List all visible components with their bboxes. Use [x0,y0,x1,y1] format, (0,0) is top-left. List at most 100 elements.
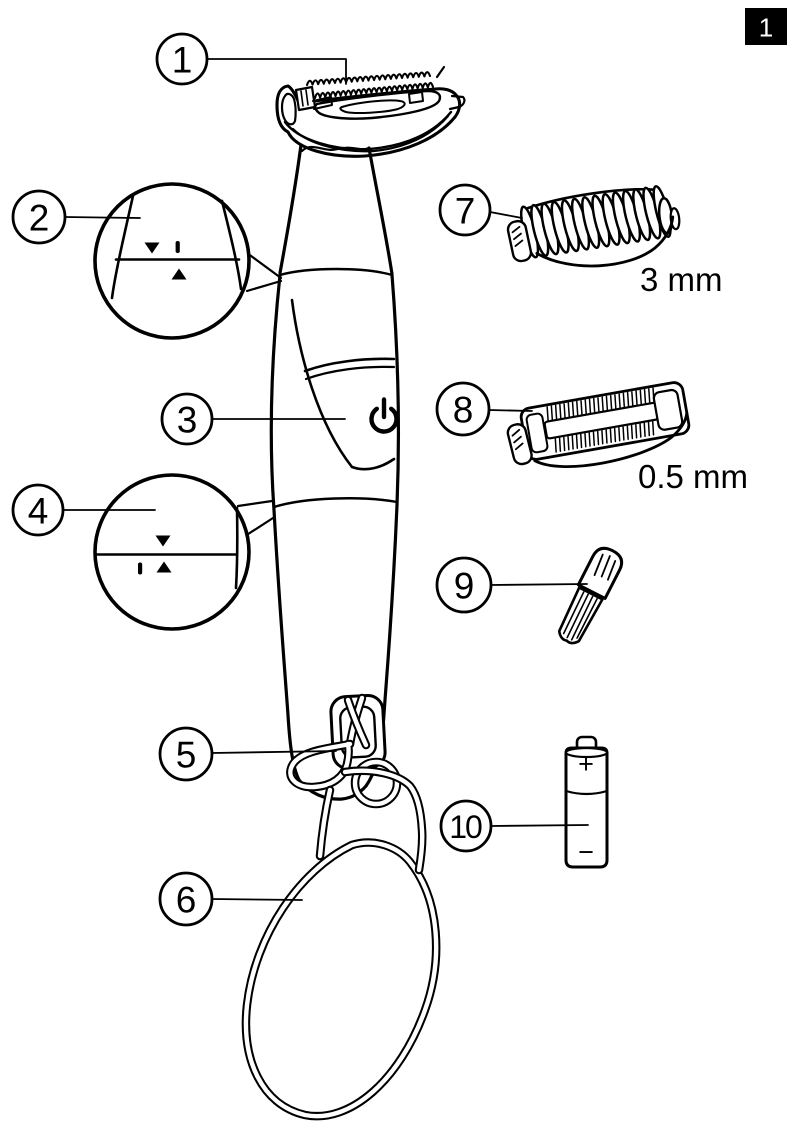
head-right-pin [435,65,446,79]
page-number-badge: 1 [745,8,787,45]
body-seam-lower [272,497,399,509]
switch-up-triangle [171,268,187,280]
callout-6: 6 [158,871,303,927]
switch-down-triangle [155,535,171,547]
comb05-base [533,411,689,468]
neck-collar [300,145,371,153]
brush-handle [576,546,624,600]
badge-background [745,8,787,45]
bubble-top-right-edge [220,199,243,291]
panel-side-curve [290,298,354,469]
head-right-tab [408,91,424,104]
leader-line-2 [64,216,141,219]
badge-number: 1 [759,13,773,43]
comb-05mm [506,381,691,468]
callout-number-6: 6 [176,880,197,921]
callout-number-7: 7 [455,191,476,232]
foil-inner [339,99,406,114]
callout-number-5: 5 [176,735,197,776]
leader-line-9 [490,583,588,586]
switch-detail-bubble-bottom [93,473,275,631]
comb05-right-cap [652,388,684,431]
callout-5: 5 [158,726,337,782]
switch-down-triangle [144,242,160,254]
leader-line-10 [490,824,589,827]
panel-bottom-curve [350,457,396,471]
callout-number-9: 9 [454,566,475,607]
comb05-teeth-top [546,387,655,422]
cord-loop-outline [241,838,441,1121]
callout-1: 1 [155,32,347,86]
comb-3mm [506,185,681,268]
comb3-teeth [519,185,672,259]
cord-knot-ring-inner [352,759,400,807]
trimmer-teeth-front [313,81,435,100]
trimmer-teeth-back [305,71,432,87]
callout-number-10: 10 [449,809,482,845]
switch-up-triangle [156,561,172,573]
callout-3: 3 [160,392,346,446]
callout-circle-8 [435,381,491,437]
callout-circle-7 [438,183,492,237]
callout-7: 7 [438,183,523,237]
switch-on-mark [138,562,143,575]
body-seam-upper [278,267,394,277]
callout-4: 4 [11,483,156,537]
comb05-mount-nub [506,423,533,466]
head-right-notch [448,94,466,111]
comb05-left-cap [525,412,549,454]
callout-circle-4 [11,483,65,537]
brush-handle-lines [593,553,617,581]
callout-number-4: 4 [28,491,49,532]
head-rim-line-2 [291,114,450,153]
comb05-nub-hatch [511,428,524,451]
comb3-spine [526,187,657,210]
switch-detail-bubble-top [93,182,283,340]
leader-line-8 [488,409,533,412]
callout-circle-3 [160,392,214,446]
cord-slot-strand-right-inner [345,697,369,748]
neck-right-edge [367,146,394,276]
battery-top-rim [564,746,609,759]
bubble-top-left-edge [110,194,135,300]
battery-plus-label: + [578,749,594,779]
comb3-mount-nub [506,219,533,263]
label-05mm: 0.5 mm [638,458,748,495]
comb3-base [535,215,675,268]
leader-line-7 [489,211,523,219]
head-clip-hatch [300,89,309,107]
battery-minus-label: − [578,837,594,867]
bubble-bottom-right-edge [234,506,239,590]
cord-right-descender-inner [342,768,425,873]
cord-left-curl-inner [288,741,353,790]
callout-10: 10 [439,799,589,853]
callout-circle-1 [155,32,209,86]
cleaning-brush [557,546,624,645]
head-left-latch [280,92,297,126]
leader-line-5 [211,750,337,754]
callout-number-2: 2 [29,198,50,239]
callout-circle-2 [11,189,67,245]
body-left-edge [269,273,301,782]
bubble-top-circle [93,182,251,340]
cord-left-descender-inner [317,787,333,859]
comb3-nub-hatch [511,225,524,247]
hanging-cord [241,693,441,1121]
brush-bristle-lines [562,591,598,641]
callout-9: 9 [435,556,588,614]
battery-seam [564,789,609,796]
callout-8: 8 [435,381,533,437]
callout-2: 2 [11,189,141,245]
comb05-teeth-bottom [554,420,655,453]
head-latch-lines [312,96,333,110]
aa-battery: + − [564,735,609,869]
power-button-panel [290,298,396,471]
leader-line-6 [211,898,303,901]
callout-circle-10 [439,799,493,853]
neck-left-edge [278,143,303,275]
callout-number-1: 1 [172,40,193,81]
cord-loop-inner [243,840,439,1119]
power-button [369,397,399,434]
